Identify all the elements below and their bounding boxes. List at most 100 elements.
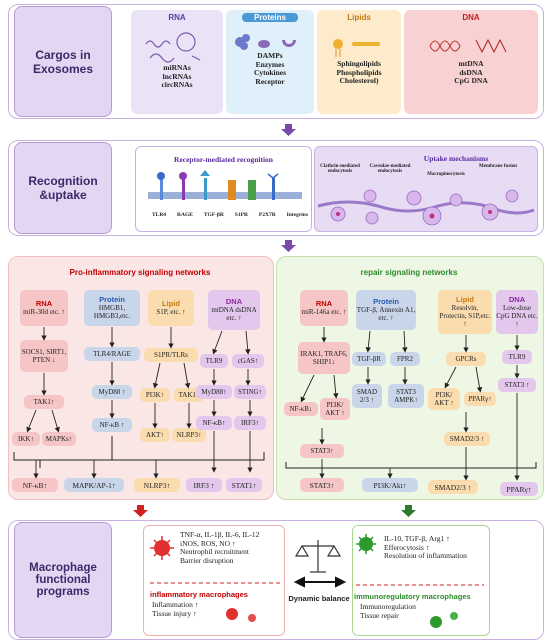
uptake-title: Uptake mechanisms [423, 154, 489, 163]
repair-protein-cargo: Protein TGF-β, Annexin A1, etc. ↑ [356, 290, 416, 330]
uptake-label: Macropinocytosis [427, 172, 465, 177]
immuno-lines: IL-10, TGF-β, Arg1 ↑ Efferocytosis ↑ Res… [384, 534, 467, 561]
uptake-label: Membrane fusion [479, 164, 517, 169]
repair-lipid-pi3k: PI3K/ AKT ↑ [428, 388, 460, 410]
repair-dna-cargo-text: Low-dose CpG DNA etc. ↑ [496, 304, 538, 328]
pro-protein-cargo-text: HMGB1, HMGB3,etc. [93, 304, 131, 320]
dna-cargo-item: CpG DNA [454, 76, 488, 85]
pro-dna-irf3: IRF3↑ [234, 416, 266, 430]
recognition-label: Recognition &uptake [14, 142, 112, 234]
receptor-labels: TLR4 RAGE TGF-βR S1PR P2X7R Integrins [152, 212, 308, 218]
proteins-cargo-item: Cytokines [253, 68, 287, 77]
lipids-cargo-item: Sphingolipids [337, 59, 381, 68]
uptake-panel: Uptake mechanisms [314, 146, 538, 232]
lipids-cargo-title: Lipids [347, 13, 371, 22]
pro-dna-cargo: DNA mtDNA dsDNA etc. ↑ [208, 290, 260, 330]
pro-protein-receptor: TLR4/RAGE [84, 347, 140, 361]
dna-cargo-item: mtDNA [458, 59, 484, 68]
repair-output: STAT3↑ [300, 478, 344, 492]
immuno-effects: Immunoregulation Tissue repair [360, 602, 416, 620]
pro-dna-title: DNA [225, 297, 243, 306]
repair-rna-pi3k: PI3K/ AKT ↑ [320, 398, 350, 420]
receptor-title: Receptor-mediated recognition [174, 155, 273, 164]
rna-cargo-title: RNA [168, 13, 186, 22]
repair-protein-stat3: STAT3 AMPK↑ [388, 384, 424, 408]
pro-rna-ikk: IKK↑ [12, 432, 40, 446]
repair-rna-cargo-text: miR-146a etc. ↑ [301, 308, 347, 316]
programs-label: Macrophage functional programs [14, 522, 112, 638]
rna-cargo-item: miRNAs [163, 63, 191, 72]
proteins-cargo-title: Proteins [242, 13, 298, 22]
pro-dna-cgas: cGAS↑ [232, 354, 264, 368]
pro-lipid-cargo: Lipid S1P, etc. ↑ [148, 290, 194, 326]
repair-protein-cargo-text: TGF-β, Annexin A1, etc. ↑ [356, 306, 416, 322]
proteins-cargo-item: Receptor [255, 76, 285, 86]
inflam-lines: TNF-α, IL-1β, IL-6, IL-12 iNOS, ROS, NO … [180, 530, 260, 565]
immuno-effect: Immunoregulation [360, 602, 416, 611]
inflam-effects: Inflammation ↑ Tissue injury ↑ [152, 600, 198, 618]
pro-rna-cargo: RNA miR-30d etc. ↑ [20, 290, 68, 326]
repair-rna-stat3: STAT3↑ [300, 444, 344, 458]
lipids-cargo-item: Cholesterol) [339, 76, 379, 85]
repair-output: PPARγ↑ [500, 482, 538, 496]
pro-rna-title: RNA [35, 299, 53, 308]
inflam-effect: Tissue injury ↑ [152, 608, 197, 618]
dynamic-balance-label: Dynamic balance [288, 594, 350, 603]
repair-output: PI3K/Akt↑ [362, 478, 418, 492]
pro-output: STAT1↑ [226, 478, 262, 492]
rna-cargo-item: lncRNAs [162, 71, 192, 81]
proteins-cargo-card: Proteins DAMPs Enzymes Cytokines Recepto… [226, 10, 314, 114]
pro-protein-myd88: MyD88 ↑ [92, 385, 132, 399]
receptor-label: Integrins [286, 212, 308, 218]
receptor-label: TLR4 [152, 212, 167, 218]
pro-lipid-cargo-text: S1P, etc. ↑ [156, 308, 186, 316]
repair-output: SMAD2/3 ↑ [428, 480, 478, 494]
pro-output: NF-κB↑ [12, 478, 58, 492]
immuno-line: Efferocytosis ↑ [384, 542, 430, 552]
repair-lipid-title: Lipid [456, 295, 474, 304]
repair-rna-targets: IRAK1, TRAF6, SHIP1↓ [298, 342, 350, 374]
repair-rna-nfkb: NF-κB↓ [284, 402, 318, 416]
repair-rna-title: RNA [315, 299, 333, 308]
pro-rna-mapk: MAPKs↑ [42, 432, 76, 446]
repair-lipid-ppar: PPARγ↑ [464, 392, 496, 406]
pro-lipid-nlrp3: NLRP3↑ [172, 428, 206, 442]
inflam-line: TNF-α, IL-1β, IL-6, IL-12 [180, 530, 260, 539]
pro-dna-tlr9: TLR9 [200, 354, 228, 368]
immuno-effect: Tissue repair [360, 610, 399, 620]
repair-rna-cargo: RNA miR-146a etc. ↑ [300, 290, 348, 326]
repair-protein-tgfbr: TGF-βR [352, 352, 386, 366]
pro-output: IRF3 ↑ [186, 478, 222, 492]
receptor-label: S1PR [234, 212, 248, 218]
proteins-cargo-item: Enzymes [255, 59, 285, 69]
pro-output: NLRP3↑ [134, 478, 180, 492]
repair-dna-tlr9: TLR9 [502, 350, 532, 364]
rna-cargo-item: circRNAs [161, 80, 193, 89]
pro-lipid-title: Lipid [162, 299, 180, 308]
pro-protein-title: Protein [99, 295, 125, 304]
repair-dna-stat3: STAT3 ↑ [498, 378, 536, 392]
pro-lipid-akt: AKT↑ [140, 428, 170, 442]
receptor-label: RAGE [177, 212, 193, 218]
repair-lipid-smad: SMAD2/3 ↑ [444, 432, 490, 446]
pro-rna-targets: SOCS1, SIRT1, PTEN ↓ [20, 340, 68, 372]
pro-dna-cargo-text: mtDNA dsDNA etc. ↑ [211, 306, 257, 322]
cargos-label: Cargos in Exosomes [14, 6, 112, 117]
inflam-line: Neutrophil recruitment [180, 547, 249, 556]
repair-title: repair signaling networks [360, 268, 458, 277]
pro-output: MAPK/AP-1↑ [64, 478, 124, 492]
dna-cargo-title: DNA [462, 13, 480, 22]
uptake-label: Clathrin-mediated endocytosis [320, 164, 360, 174]
immuno-line: Resolution of inflammation [384, 551, 467, 560]
pro-lipid-receptor: S1PR/TLRs [144, 348, 198, 362]
uptake-label: Caveolae-mediated endocytosis [369, 164, 411, 174]
repair-lipid-gpcr: GPCRs [446, 352, 486, 366]
dna-cargo-card: DNA mtDNA dsDNA CpG DNA [404, 10, 538, 114]
pro-dna-nfkb: NF-κB↑ [196, 416, 232, 430]
receptor-panel: Receptor-mediated recognition [135, 146, 312, 232]
lipids-cargo-item: Phospholipids [336, 67, 382, 77]
repair-protein-fpr2: FPR2 [390, 352, 420, 366]
pro-lipid-pi3k: PI3K↑ [140, 388, 170, 402]
inflam-line: iNOS, ROS, NO ↑ [180, 538, 236, 548]
immuno-title: immunoregulatory macrophages [354, 592, 471, 601]
